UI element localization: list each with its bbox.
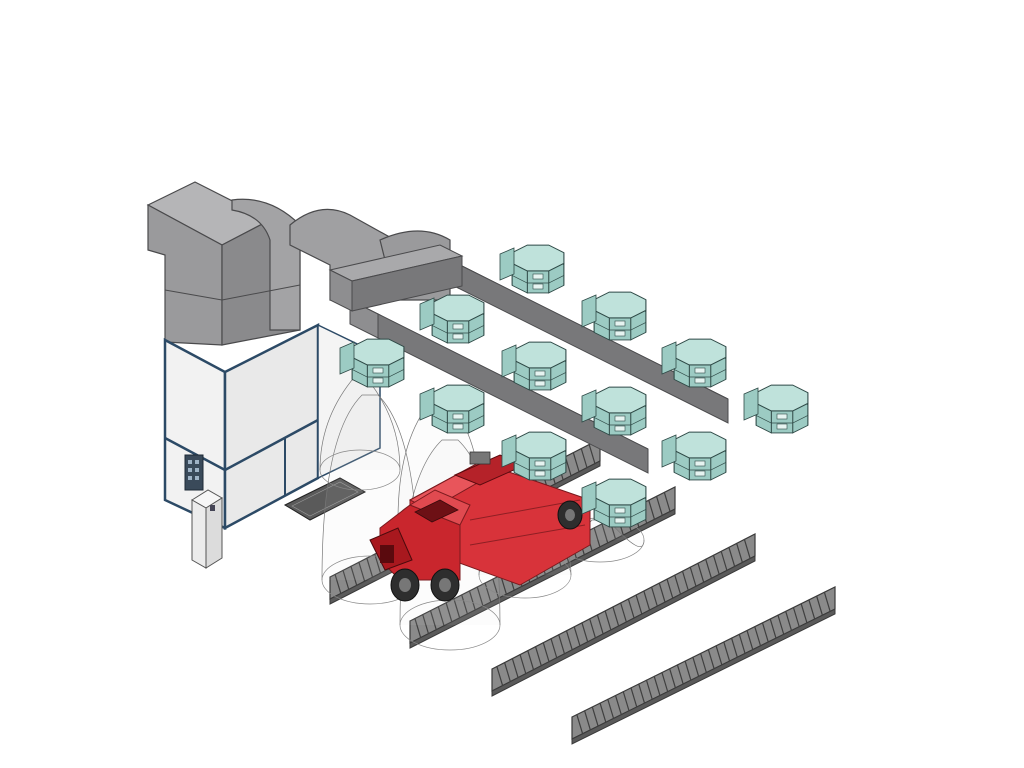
nozzle-head <box>581 291 647 341</box>
nozzle-head <box>661 338 727 388</box>
nozzle-head <box>661 431 727 481</box>
conveyor-rail <box>491 533 756 697</box>
nozzle-heads <box>339 244 809 528</box>
conveyor-rail <box>571 586 836 745</box>
nozzle-head <box>499 244 565 294</box>
duct-segment <box>328 244 464 312</box>
truck-icon <box>369 451 591 602</box>
nozzle-head <box>419 294 485 344</box>
nozzle-head <box>581 386 647 436</box>
nozzle-head <box>339 338 405 388</box>
nozzle-head <box>581 478 647 528</box>
nozzle-head <box>501 431 567 481</box>
nozzle-head <box>419 384 485 434</box>
cabinet-icon <box>191 489 223 569</box>
nozzle-head <box>501 341 567 391</box>
nozzle-head <box>743 384 809 434</box>
